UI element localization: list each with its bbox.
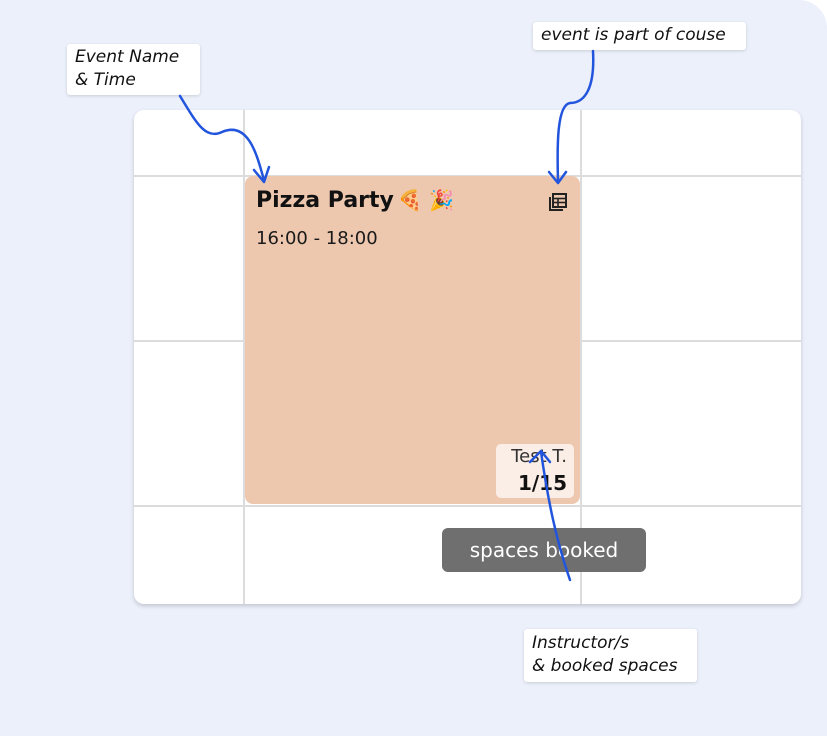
arrow-instructor [539, 450, 572, 582]
arrow-event-name-head [252, 165, 271, 184]
event-title: Pizza Party🍕 🎉 [256, 188, 454, 213]
spaces-booked-count: 1/15 [517, 471, 567, 495]
layers-icon[interactable] [547, 191, 569, 213]
event-card[interactable]: Pizza Party🍕 🎉 16:00 - 18:00 Test T. 1/1… [245, 176, 580, 504]
annotation-line: Instructor/s [532, 633, 630, 653]
arrow-course-head [547, 170, 568, 185]
booking-info: Test T. 1/15 [496, 444, 574, 498]
annotation-course: event is part of couse [533, 22, 746, 50]
annotation-line: & Time [75, 70, 136, 90]
annotation-line: & booked spaces [532, 656, 678, 676]
annotation-event-name-time: Event Name & Time [67, 44, 200, 95]
arrow-instructor-head [528, 449, 552, 464]
event-emoji: 🍕 🎉 [397, 188, 455, 212]
annotation-instructor: Instructor/s & booked spaces [524, 629, 697, 682]
event-time: 16:00 - 18:00 [256, 228, 378, 249]
instructor-name: Test T. [511, 446, 567, 467]
grid-column-divider [580, 110, 582, 604]
grid-column-divider [243, 110, 245, 604]
annotation-line: Event Name [75, 47, 180, 67]
arrow-event-name [178, 94, 266, 182]
grid-row-divider [134, 505, 801, 507]
spaces-booked-tooltip: spaces booked [442, 528, 646, 572]
event-title-text: Pizza Party [256, 188, 394, 213]
arrow-course [556, 49, 595, 183]
